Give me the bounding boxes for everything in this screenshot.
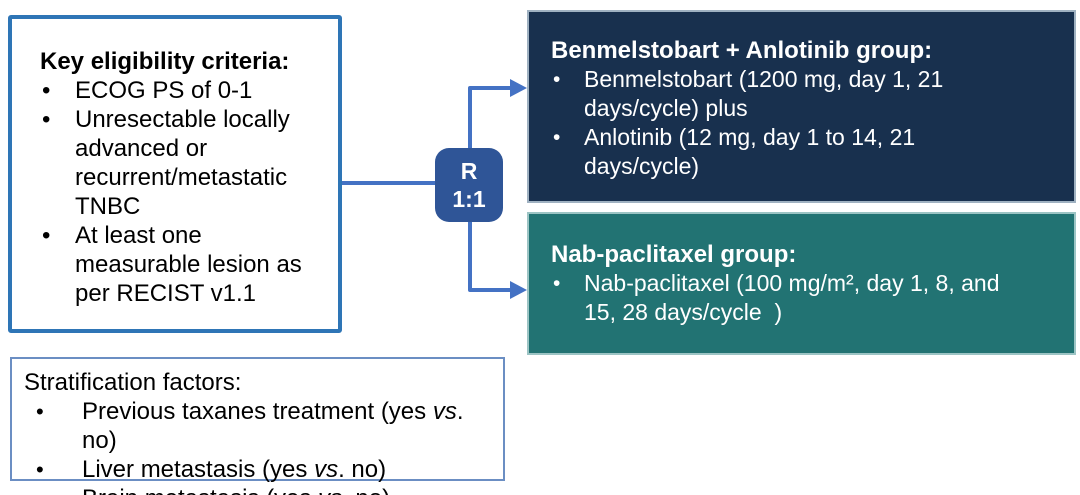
stratification-bullet-1-text: Previous taxanes treatment (yes vs. no) [82,398,471,454]
arm2-title: Nab-paclitaxel group: [551,241,797,268]
bullet-icon [551,269,584,298]
arm2-bullet-1-text: Nab-paclitaxel (100 mg/m², day 1, 8, and… [584,270,1006,325]
eligibility-criteria-box: Key eligibility criteria: ECOG PS of 0-1… [8,15,342,333]
eligibility-bullet-2: Unresectable locally advanced or recurre… [40,105,328,221]
eligibility-bullet-2-text: Unresectable locally advanced or recurre… [75,106,297,220]
stratification-bullet-3: Brain metastasis (yes vs. no) [24,484,495,495]
arm-benmelstobart-anlotinib-box: Benmelstobart + Anlotinib group: Benmels… [527,10,1076,203]
bullet-icon [24,455,82,484]
arm1-bullet-2-text: Anlotinib (12 mg, day 1 to 14, 21 days/c… [584,124,922,179]
bullet-icon [40,105,75,134]
arrow-to-arm2-line [468,218,511,292]
arrow-to-arm1-head [510,79,527,97]
eligibility-bullet-1: ECOG PS of 0-1 [40,76,328,105]
arrow-to-arm1-line [468,86,511,152]
bullet-icon [40,221,75,250]
randomization-label-r: R [460,158,478,184]
randomization-node: R 1:1 [435,148,503,222]
stratification-bullet-2: Liver metastasis (yes vs. no) [24,455,495,484]
bullet-icon [551,123,584,152]
stratification-factors-box: Stratification factors: Previous taxanes… [10,357,505,495]
stratification-bullet-3-text: Brain metastasis (yes vs. no) [82,484,390,495]
eligibility-title: Key eligibility criteria: [40,48,290,75]
stratification-title: Stratification factors: [24,369,242,396]
stratification-bullet-1: Previous taxanes treatment (yes vs. no) [24,397,495,455]
arm1-bullet-2: Anlotinib (12 mg, day 1 to 14, 21 days/c… [551,123,1060,181]
arm1-bullet-1: Benmelstobart (1200 mg, day 1, 21 days/c… [551,65,1060,123]
bullet-icon [24,397,82,426]
eligibility-bullet-3-text: At least one measurable lesion as per RE… [75,222,309,307]
eligibility-bullet-3: At least one measurable lesion as per RE… [40,221,328,308]
bullet-icon [551,65,584,94]
bullet-icon [24,484,82,495]
randomization-label-ratio: 1:1 [452,186,486,212]
arm1-title: Benmelstobart + Anlotinib group: [551,37,933,64]
arm-nab-paclitaxel-box: Nab-paclitaxel group: Nab-paclitaxel (10… [527,212,1076,355]
bullet-icon [40,76,75,105]
arrow-to-arm2-head [510,281,527,299]
eligibility-bullet-1-text: ECOG PS of 0-1 [75,77,253,104]
arm2-bullet-1: Nab-paclitaxel (100 mg/m², day 1, 8, and… [551,269,1060,327]
stratification-bullet-2-text: Liver metastasis (yes vs. no) [82,456,387,483]
arm1-bullet-1-text: Benmelstobart (1200 mg, day 1, 21 days/c… [584,66,950,121]
